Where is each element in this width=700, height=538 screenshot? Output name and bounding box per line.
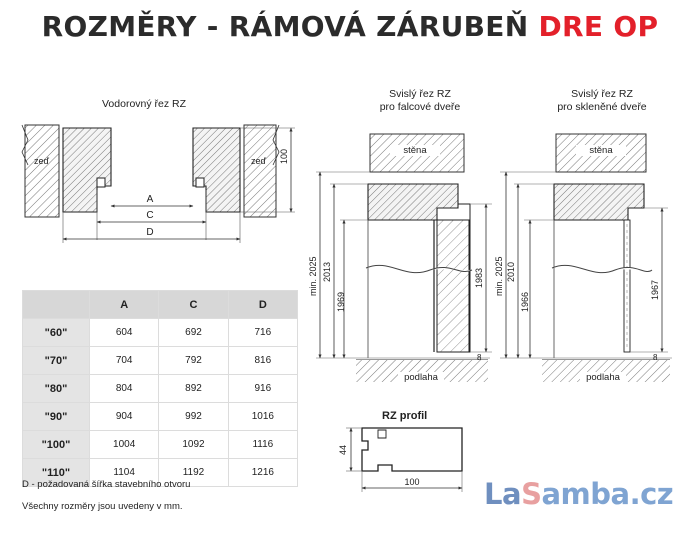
right-frame xyxy=(192,127,241,213)
horizontal-section xyxy=(21,124,295,243)
dim-c-label: C xyxy=(146,210,154,221)
rebated-label-line2: pro falcové dveře xyxy=(379,101,461,113)
row-label: "80" xyxy=(22,374,90,403)
glass-frame-header xyxy=(553,183,645,221)
glass-dim-d3: 1967 xyxy=(650,279,660,300)
row-label: "100" xyxy=(22,430,90,459)
rebated-dim-min: min. 2025 xyxy=(308,256,318,296)
table-header-empty xyxy=(22,290,90,319)
cell-d: 716 xyxy=(227,318,299,347)
right-seal xyxy=(195,177,205,188)
row-label: "70" xyxy=(22,346,90,375)
title-accent: DRE OP xyxy=(538,10,659,43)
rebated-wall-label: stěna xyxy=(390,145,440,156)
rebated-dim-d2: 1969 xyxy=(336,291,346,312)
rebated-label-line1: Svislý řez RZ xyxy=(389,88,451,100)
cell-a: 804 xyxy=(88,374,160,403)
cell-c: 1092 xyxy=(158,430,229,459)
cell-d: 1116 xyxy=(227,430,299,459)
rebated-dim-bottom: 8 xyxy=(477,353,482,362)
cell-c: 992 xyxy=(158,402,229,431)
left-wall xyxy=(24,124,60,218)
rebated-door-leaf xyxy=(436,219,470,353)
dimensions-table: A C D "60" 604 692 716 "70" 704 792 816 … xyxy=(22,290,299,487)
rebated-dim-d3: 1983 xyxy=(474,267,484,288)
vertical-section-glass xyxy=(500,133,672,382)
table-row: "60" 604 692 716 xyxy=(22,318,299,347)
cell-a: 1104 xyxy=(88,458,160,487)
table-header-c: C xyxy=(158,290,229,319)
glass-dim-d1: 2010 xyxy=(506,261,516,282)
cell-d: 1016 xyxy=(227,402,299,431)
row-label: "60" xyxy=(22,318,90,347)
glass-label-line2: pro skleněné dveře xyxy=(557,101,647,113)
table-header-a: A xyxy=(88,290,160,319)
right-wall-label: zeď xyxy=(251,156,267,166)
dim-a-label: A xyxy=(146,194,154,205)
cell-d: 1216 xyxy=(227,458,299,487)
cell-a: 604 xyxy=(88,318,160,347)
table-row: "80" 804 892 916 xyxy=(22,374,299,403)
rebated-dim-d1: 2013 xyxy=(322,261,332,282)
left-seal xyxy=(96,177,106,188)
page-title: ROZMĚRY - RÁMOVÁ ZÁRUBEŇ DRE OP xyxy=(0,10,700,43)
table-header-d: D xyxy=(227,290,299,319)
table-row: "90" 904 992 1016 xyxy=(22,402,299,431)
row-label: "90" xyxy=(22,402,90,431)
cell-d: 916 xyxy=(227,374,299,403)
rebated-frame-header xyxy=(367,183,459,221)
cell-c: 1192 xyxy=(158,458,229,487)
profile-label: RZ profil xyxy=(382,410,428,422)
glass-floor-label: podlaha xyxy=(580,372,626,383)
profile-outline xyxy=(361,427,463,472)
dim-d-label: D xyxy=(146,227,154,238)
left-frame xyxy=(62,127,112,213)
glass-wall-label: stěna xyxy=(576,145,626,156)
vertical-section-rebated xyxy=(316,133,492,382)
right-wall xyxy=(243,124,277,218)
row-label: "110" xyxy=(22,458,90,487)
glass-label-line1: Svislý řez RZ xyxy=(571,88,633,100)
profile-height-label: 44 xyxy=(338,444,348,455)
table-row: "70" 704 792 816 xyxy=(22,346,299,375)
rz-profile xyxy=(346,427,463,492)
rebated-floor-label: podlaha xyxy=(398,372,444,383)
glass-dim-min: min. 2025 xyxy=(494,256,504,296)
table-header-row: A C D xyxy=(22,290,299,319)
table-row: "100" 1004 1092 1116 xyxy=(22,430,299,459)
title-main: ROZMĚRY - RÁMOVÁ ZÁRUBEŇ xyxy=(41,10,529,43)
cell-d: 816 xyxy=(227,346,299,375)
cell-a: 704 xyxy=(88,346,160,375)
dim-height-label: 100 xyxy=(279,148,289,164)
note-units: Všechny rozměry jsou uvedeny v mm. xyxy=(22,501,183,512)
profile-width-label: 100 xyxy=(404,477,420,487)
cell-c: 792 xyxy=(158,346,229,375)
cell-c: 692 xyxy=(158,318,229,347)
horizontal-section-label: Vodorovný řez RZ xyxy=(102,98,187,110)
cell-c: 892 xyxy=(158,374,229,403)
left-wall-label: zeď xyxy=(34,156,50,166)
cell-a: 1004 xyxy=(88,430,160,459)
cell-a: 904 xyxy=(88,402,160,431)
glass-dim-d2: 1966 xyxy=(520,291,530,312)
note-d-definition: D - požadovaná šířka stavebního otvoru xyxy=(22,479,191,490)
glass-dim-bottom: 8 xyxy=(653,353,658,362)
brand-logo: LaSamba.cz xyxy=(484,477,674,511)
table-row: "110" 1104 1192 1216 xyxy=(22,458,299,487)
